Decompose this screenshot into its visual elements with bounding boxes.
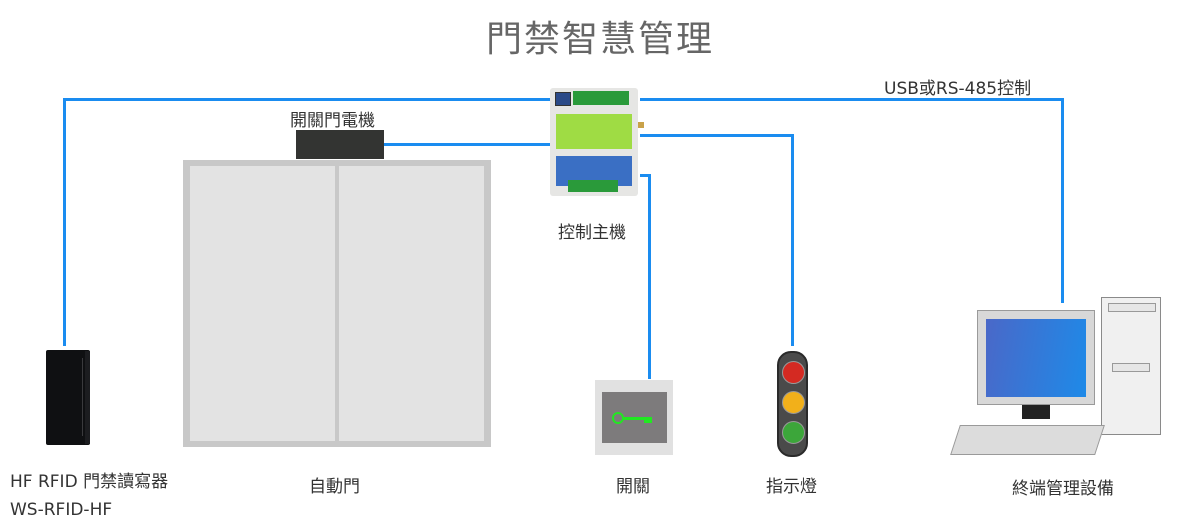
sliding-door-icon: [183, 160, 491, 447]
switch-label: 開關: [616, 477, 650, 497]
controller-unit-icon: [550, 88, 644, 196]
rfid-reader-label: HF RFID 門禁讀寫器: [10, 472, 169, 492]
door-leaf-left: [190, 166, 335, 441]
line-rfid-vertical: [63, 98, 66, 346]
auto-door-label: 自動門: [309, 477, 360, 497]
diagram-title: 門禁智慧管理: [485, 19, 714, 60]
line-switch-top: [640, 174, 650, 177]
red-lamp: [782, 361, 805, 384]
key-switch-icon: [595, 380, 673, 455]
line-rfid-top: [63, 98, 551, 101]
traffic-light-icon: [777, 351, 808, 457]
keyboard-icon: [950, 425, 1105, 455]
line-terminal-top: [640, 98, 1064, 101]
door-motor-label: 開關門電機: [290, 111, 375, 131]
indicator-label: 指示燈: [766, 477, 817, 497]
pc-tower-icon: [1101, 297, 1161, 435]
door-motor-icon: [296, 130, 384, 159]
line-terminal-vertical: [1061, 98, 1064, 303]
monitor-screen: [986, 319, 1086, 397]
rfid-reader-icon: [46, 350, 90, 445]
line-switch-vertical: [648, 174, 651, 379]
connection-label: USB或RS-485控制: [884, 79, 1032, 99]
yellow-lamp: [782, 391, 805, 414]
line-motor: [383, 143, 551, 146]
line-indicator-top: [640, 134, 792, 137]
key-icon: [612, 412, 652, 424]
rfid-model-label: WS-RFID-HF: [10, 500, 113, 520]
terminal-label: 終端管理設備: [1012, 479, 1114, 499]
line-indicator-vertical: [791, 134, 794, 346]
controller-label: 控制主機: [558, 223, 626, 243]
monitor-stand: [1022, 405, 1050, 419]
door-leaf-right: [339, 166, 484, 441]
desktop-computer-icon: [977, 310, 1095, 405]
green-lamp: [782, 421, 805, 444]
